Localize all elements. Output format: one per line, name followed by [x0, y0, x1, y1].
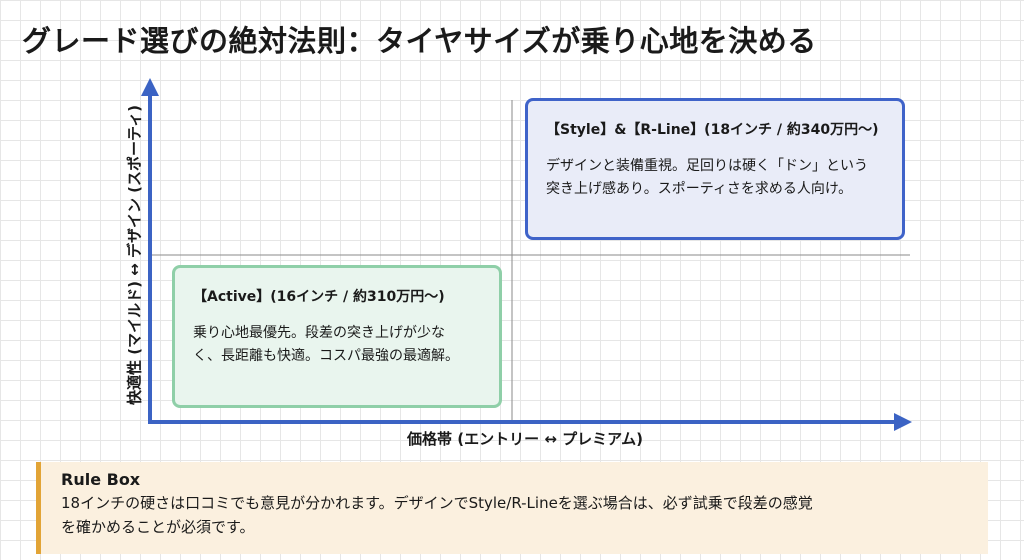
active-card-title: 【Active】(16インチ / 約310万円〜) — [193, 289, 445, 305]
y-axis-arrow-icon — [141, 78, 159, 96]
rule-box-line: 18インチの硬さは口コミでも意見が分かれます。デザインでStyle/R-Line… — [61, 494, 813, 512]
style-rline-desc-line: デザインと装備重視。足回りは硬く「ドン」という — [546, 158, 868, 174]
x-axis-label: 価格帯 (エントリー ↔ プレミアム) — [407, 430, 643, 448]
rule-box: Rule Box 18インチの硬さは口コミでも意見が分かれます。デザインでSty… — [36, 462, 988, 554]
x-axis-arrow-icon — [894, 413, 912, 431]
rule-box-line: を確かめることが必須です。 — [61, 518, 255, 536]
active-desc-line: 乗り心地最優先。段差の突き上げが少な — [193, 325, 445, 341]
y-axis-label: 快適性 (マイルド) ↔ デザイン (スポーティ) — [125, 105, 144, 405]
style-rline-card-title: 【Style】&【R-Line】(18インチ / 約340万円〜) — [546, 122, 879, 138]
style-rline-card-description: デザインと装備重視。足回りは硬く「ドン」という 突き上げ感あり。スポーティさを求… — [546, 155, 884, 201]
style-rline-card: 【Style】&【R-Line】(18インチ / 約340万円〜) デザインと装… — [525, 98, 905, 240]
style-rline-desc-line: 突き上げ感あり。スポーティさを求める人向け。 — [546, 181, 853, 197]
page-title: グレード選びの絶対法則：タイヤサイズが乗り心地を決める — [22, 24, 817, 58]
rule-box-title: Rule Box — [61, 470, 141, 489]
rule-box-text: 18インチの硬さは口コミでも意見が分かれます。デザインでStyle/R-Line… — [61, 491, 972, 539]
active-card: 【Active】(16インチ / 約310万円〜) 乗り心地最優先。段差の突き上… — [172, 265, 502, 408]
active-desc-line: く、長距離も快適。コスパ最強の最適解。 — [193, 348, 459, 364]
active-card-description: 乗り心地最優先。段差の突き上げが少な く、長距離も快適。コスパ最強の最適解。 — [193, 322, 481, 368]
